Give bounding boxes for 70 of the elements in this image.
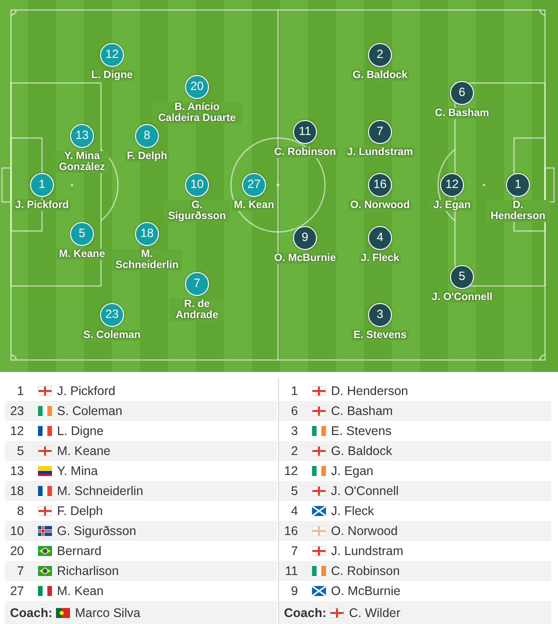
player-name: O. Norwood xyxy=(331,524,398,538)
player-name: M. Schneiderlin xyxy=(57,484,144,498)
shirt-number: 16 xyxy=(284,524,298,538)
shirt-number: 11 xyxy=(285,564,298,578)
player-name: Y. Mina xyxy=(57,464,98,478)
player-name: O. McBurnie xyxy=(331,584,400,598)
shirt-number: 7 xyxy=(291,544,298,558)
player-name: G. Sigurðsson xyxy=(57,524,136,538)
shirt-number: 8 xyxy=(17,504,24,518)
player-name: J. O'Connell xyxy=(430,292,494,303)
shirt-number: 23 xyxy=(10,404,24,418)
player-name: G. Baldock xyxy=(331,444,392,458)
player-name: S. Coleman xyxy=(81,330,143,341)
player-name: C. Robinson xyxy=(331,564,400,578)
shirt-number: 18 xyxy=(10,484,24,498)
player-name: M. Keane xyxy=(57,444,111,458)
player-name: B. Anício Caldeira Duarte xyxy=(152,102,242,124)
shirt-number: 9 xyxy=(291,584,298,598)
shirt-number: 27 xyxy=(10,584,24,598)
player-name: J. Fleck xyxy=(331,504,374,518)
player-name: M. Kean xyxy=(232,200,276,211)
player-name: R. de Andrade xyxy=(170,299,224,321)
player-name: O. McBurnie xyxy=(272,253,338,264)
player-name: J. Egan xyxy=(331,464,374,478)
player-name: J. Pickford xyxy=(57,384,116,398)
shirt-number: 20 xyxy=(10,544,24,558)
player-name: L. Digne xyxy=(57,424,104,438)
player-name: F. Delph xyxy=(124,151,170,162)
player-name: J. Pickford xyxy=(13,200,71,211)
shirt-number: 4 xyxy=(291,504,298,518)
player-name: Bernard xyxy=(57,544,102,558)
shirt-number: 7 xyxy=(17,564,24,578)
shirt-number: 3 xyxy=(291,424,298,438)
coach-label: Coach: xyxy=(10,606,52,620)
shirt-number: 12 xyxy=(10,424,24,438)
shirt-number: 2 xyxy=(291,444,298,458)
player-name: G. Baldock xyxy=(350,70,410,81)
shirt-number: 10 xyxy=(10,524,24,538)
shirt-number: 5 xyxy=(17,444,24,458)
player-name: M. Kean xyxy=(57,584,104,598)
player-name: O. Norwood xyxy=(348,200,412,211)
shirt-number: 1 xyxy=(291,384,298,398)
player-name: D. Henderson xyxy=(331,384,408,398)
player-name: J. Lundstram xyxy=(331,544,404,558)
player-name: J. Lundstram xyxy=(345,147,415,158)
player-name: G. Sigurðsson xyxy=(164,200,230,222)
player-name: J. O'Connell xyxy=(331,484,399,498)
player-name: Y. Mina González xyxy=(55,151,109,173)
player-name: M. Keane xyxy=(56,249,108,260)
player-name: S. Coleman xyxy=(57,404,122,418)
shirt-number: 12 xyxy=(284,464,298,478)
player-name: L. Digne xyxy=(89,70,135,81)
player-name: E. Stevens xyxy=(331,424,392,438)
shirt-number: 5 xyxy=(291,484,298,498)
player-name: C. Robinson xyxy=(272,147,338,158)
coach-name: Marco Silva xyxy=(75,606,140,620)
player-name: F. Delph xyxy=(57,504,103,518)
player-name: E. Stevens xyxy=(351,330,409,341)
shirt-number: 1 xyxy=(17,384,24,398)
coach-name: C. Wilder xyxy=(349,606,400,620)
player-name: C. Basham xyxy=(331,404,393,418)
player-name: Richarlison xyxy=(57,564,119,578)
coach-label: Coach: xyxy=(284,606,326,620)
player-name: C. Basham xyxy=(432,108,492,119)
shirt-number: 13 xyxy=(10,464,24,478)
player-name: J. Fleck xyxy=(358,253,402,264)
player-name: J. Egan xyxy=(431,200,473,211)
player-name: D. Henderson xyxy=(486,200,550,222)
player-name: M. Schneiderlin xyxy=(112,249,182,271)
shirt-number: 6 xyxy=(291,404,298,418)
